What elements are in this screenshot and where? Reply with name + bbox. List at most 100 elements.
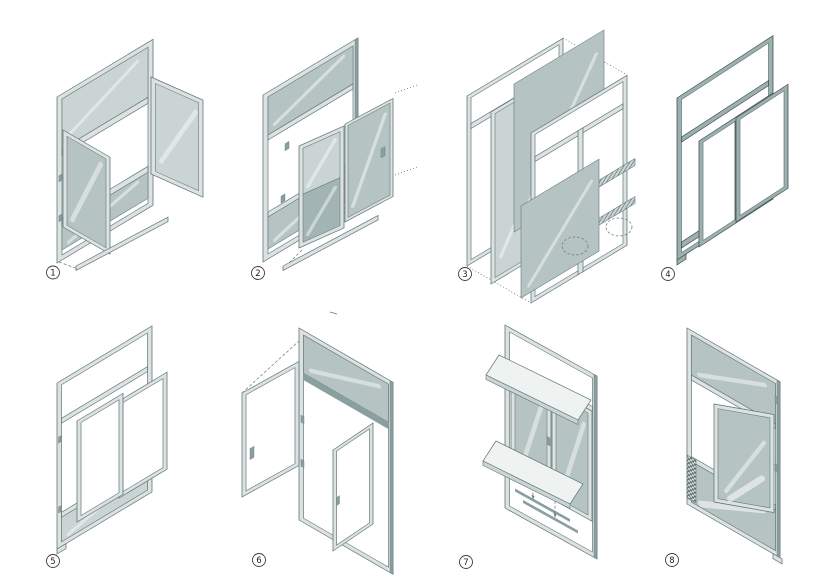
sash-glass [347,102,391,218]
leader-line [287,249,303,265]
svg-text:4: 4 [665,270,670,280]
leader-line [241,340,300,394]
figure-1-double-casement-window-exploded: 1 [46,38,204,280]
figure-2-label: 2 [251,266,265,280]
rail [75,216,169,272]
frame-depth-edge [389,380,394,575]
door-handle [249,446,255,460]
bottom-rail [515,488,570,523]
right-sash-open [150,76,204,198]
svg-text:5: 5 [50,557,55,567]
svg-text:7: 7 [463,558,468,568]
door-handle [547,436,551,447]
sash-opening [80,399,120,517]
glass-reflection [697,372,767,388]
bracket-clip [284,141,290,152]
shelf-edge [485,374,579,425]
sliding-sash-rear [118,371,168,499]
glass-reflection [306,185,337,237]
figure-3-label: 3 [458,267,472,281]
svg-text:1: 1 [50,269,55,279]
sliding-sash-front [298,125,345,249]
figure-5-sliding-frame-set: 5 [46,325,168,568]
hinge-mark [774,463,779,473]
hinge-mark [300,458,305,469]
leader-line [58,261,79,270]
glass-reflection [527,179,593,288]
glass-reflection [727,475,765,502]
shelf-panel-lower [482,440,584,509]
glass-reflection [159,109,198,164]
figure-4-window-frame-set: 4 [661,34,789,281]
hinge-mark [58,213,63,223]
glass-pane [520,158,600,299]
svg-text:2: 2 [255,269,260,279]
glass-reflection [309,368,381,389]
rail [282,214,379,272]
door-opening [245,367,296,492]
detail-callout [605,217,633,237]
sliding-sash-front [76,392,124,523]
sash-glass [66,135,107,249]
transom [681,79,769,143]
down-arrow-head [553,512,557,518]
leader-line [394,166,418,176]
detail-callout [561,236,589,256]
glass-reflection [724,440,766,494]
figure-3-multi-layer-assembly-exploded: 3 [458,29,636,304]
bracket-clip [280,193,286,204]
sill-rail-exploded [282,214,379,272]
shelf-edge [482,460,571,509]
figure-7-label: 7 [459,555,473,569]
frame-foot [56,542,67,555]
sash-glass [155,83,199,192]
svg-text:6: 6 [256,556,261,566]
svg-text:3: 3 [462,270,467,280]
hinge-mark [58,504,62,514]
frame-depth-edge [593,374,598,560]
down-arrow-head [531,494,535,500]
glass-reflection [306,137,337,189]
sash-opening [739,90,785,216]
glass-reflection [67,59,139,138]
hinge-mark [774,395,779,405]
figure-6-label: 6 [252,553,266,567]
frame-foot [772,553,783,565]
shelf-panel-upper [485,354,592,425]
hinge-mark [58,173,63,183]
tick-mark [329,311,338,315]
sill-rail-exploded [75,216,169,272]
sash-glass-lower [302,177,341,243]
sliding-sash-rear [344,97,394,223]
casement-sash-open [713,403,775,514]
bottom-rail [523,499,578,534]
transom [61,96,149,156]
door-handle [336,495,340,506]
right-door-leaf-open [332,422,374,552]
left-sash-open [62,129,111,255]
glass-reflection [351,112,387,209]
hinge-mark [300,414,305,425]
figure-7-glazed-double-door-with-shelves: 7 [459,324,598,569]
glass-reflection [70,161,103,223]
transom [61,365,148,424]
detached-sash-frame [735,83,789,223]
hinge-mark [58,434,62,444]
pleated-screen-detail [686,454,697,504]
figure-8-label: 8 [665,553,679,567]
figure-4-label: 4 [661,267,675,281]
figure-2-sliding-window-exploded: 2 [251,37,418,280]
transom-bar [303,373,389,430]
svg-text:8: 8 [669,556,674,566]
handle [380,146,386,159]
left-door-leaf-open [241,360,300,498]
figure-8-projected-casement-window: 8 [665,327,783,567]
figure-6-double-door-leaves-open: 6 [241,311,394,575]
transom [267,83,354,141]
glass-reflection [273,54,345,127]
frame-foot [676,253,687,266]
glass-sheet-lower [520,158,600,299]
leader-line [394,84,418,94]
